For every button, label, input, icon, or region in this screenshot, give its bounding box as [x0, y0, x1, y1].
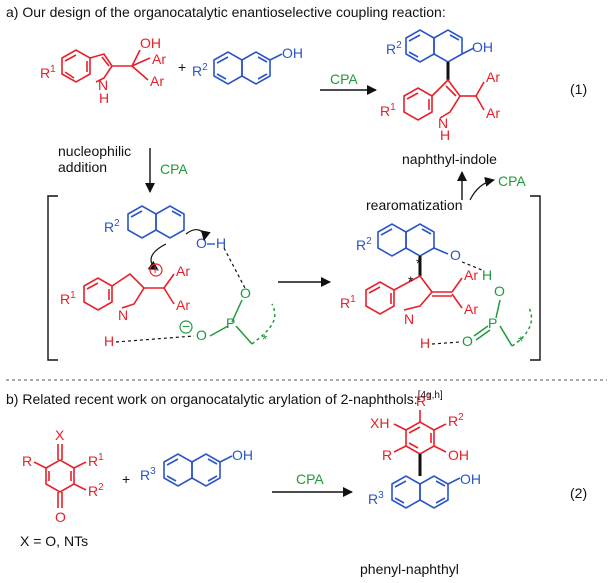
int2-phosphate [473, 299, 533, 347]
step-label-rearomatization: rearomatization [366, 197, 463, 213]
product-name-naphthyl-indole: naphthyl-indole [402, 151, 497, 167]
part-a-title: a) Our design of the organocatalytic ena… [6, 4, 446, 20]
product-oh: OH [472, 39, 493, 55]
int2-r1-label: R1 [340, 294, 356, 311]
product-b-oh-naphthyl: OH [460, 471, 481, 487]
int2-carbonyl-o: O [450, 247, 461, 263]
carbinol-ar-1: Ar [152, 51, 166, 67]
naphthol-b-oh: OH [232, 447, 253, 463]
int2-star-2: * [408, 273, 414, 289]
r1-label: R1 [40, 64, 56, 81]
product-name-phenyl-naphthyl: phenyl-naphthyl [360, 561, 459, 577]
int1-h: H [216, 235, 226, 251]
part-b-title: b) Related recent work on organocatalyti… [6, 390, 443, 407]
naphthyl-indole-indole-part [403, 78, 485, 121]
int1-ar-1: Ar [176, 263, 190, 279]
int2-star: * [518, 333, 524, 349]
int1-r1-label: R1 [60, 290, 76, 307]
indolyl-carbinol-structure [61, 49, 151, 83]
quinone-structure [33, 444, 87, 508]
int2-hbond-nh [431, 341, 461, 345]
intermediate-2-naphthalenone [377, 223, 449, 257]
naphthol-b-r3: R3 [140, 466, 156, 483]
product-r2-label: R2 [386, 40, 402, 57]
int1-hbond-nh [115, 335, 195, 343]
product-b-r1: R1 [416, 392, 432, 409]
step-label-addition: addition [58, 159, 107, 175]
bracket-left [47, 195, 58, 361]
int1-cation-circle [149, 263, 163, 277]
cpa-label-addition: CPA [160, 161, 188, 177]
intermediate-1-naphthol [127, 205, 185, 239]
int2-r2-label: R2 [356, 236, 372, 253]
int2-phosphate-o: O [494, 283, 505, 299]
cpa-label-b: CPA [296, 471, 324, 487]
r2-label: R2 [192, 62, 208, 79]
intermediate-1-indole [83, 272, 175, 311]
int1-star: * [262, 331, 268, 347]
product-b-xh: XH [370, 415, 389, 431]
int2-ar-1: Ar [464, 267, 478, 283]
product-b-r: R [382, 447, 392, 463]
curved-arrow-attack [147, 243, 167, 271]
intermediate-2-indoline [365, 274, 463, 315]
int1-hbond-oh [223, 247, 247, 291]
quinone-r: R [22, 453, 32, 469]
equation-number-2: (2) [570, 485, 587, 501]
int1-o: O [196, 235, 207, 251]
naphthol-b-structure [163, 453, 233, 487]
plus-sign-a: + [178, 59, 186, 75]
int2-phosphate-h: H [482, 267, 492, 283]
quinone-r1: R1 [88, 452, 104, 469]
plus-sign-b: + [122, 471, 130, 487]
int1-phosphate-o-minus: O [196, 327, 207, 343]
quinone-r2: R2 [88, 482, 104, 499]
product-nh-n: N [438, 115, 448, 131]
naphthol-oh: OH [282, 45, 303, 61]
quinone-x: X [55, 427, 65, 443]
indole-nh-n: N [98, 77, 108, 93]
step-label-nucleophilic: nucleophilic [58, 143, 131, 159]
arrow-cpa-release [469, 176, 495, 201]
int1-cation-sign: + [151, 261, 159, 277]
int1-phosphate-o: O [240, 285, 251, 301]
int1-r2-label: R2 [104, 218, 120, 235]
product-b-r3: R3 [368, 490, 384, 507]
product-b-phenyl [393, 410, 447, 455]
bracket-right [530, 195, 541, 361]
naphthol-structure [213, 51, 283, 85]
product-b-r2: R2 [448, 412, 464, 429]
int2-ar-2: Ar [464, 301, 478, 317]
carbinol-oh: OH [140, 35, 161, 51]
carbinol-ar-2: Ar [150, 73, 164, 89]
product-b-naphthyl [391, 475, 461, 509]
int1-phosphate [209, 299, 276, 345]
int1-nh-h: H [104, 333, 114, 349]
int1-ar-2: Ar [176, 297, 190, 313]
int1-phosphate-minus: − [182, 318, 190, 334]
int2-nh-h: H [420, 335, 430, 351]
product-nh-h: H [440, 127, 450, 143]
product-ar-1: Ar [486, 69, 500, 85]
cpa-label-main: CPA [330, 71, 358, 87]
equation-number-1: (1) [570, 81, 587, 97]
int1-phosphorus: P [226, 315, 235, 331]
product-b-oh-phenyl: OH [448, 447, 469, 463]
int2-nh-n: N [404, 311, 414, 327]
product-ar-2: Ar [486, 105, 500, 121]
int2-phosphate-o-double: O [462, 333, 473, 349]
x-definition: X = O, NTs [20, 533, 88, 549]
product-r1-label: R1 [380, 102, 396, 119]
naphthyl-indole-naphthyl-part [405, 29, 475, 63]
cpa-label-release: CPA [498, 173, 526, 189]
int1-nh-n: N [118, 307, 128, 323]
quinone-o: O [55, 509, 66, 525]
int2-phosphorus: P [488, 315, 497, 331]
curved-arrow-oh [185, 229, 211, 241]
indole-nh-h: H [99, 90, 109, 106]
